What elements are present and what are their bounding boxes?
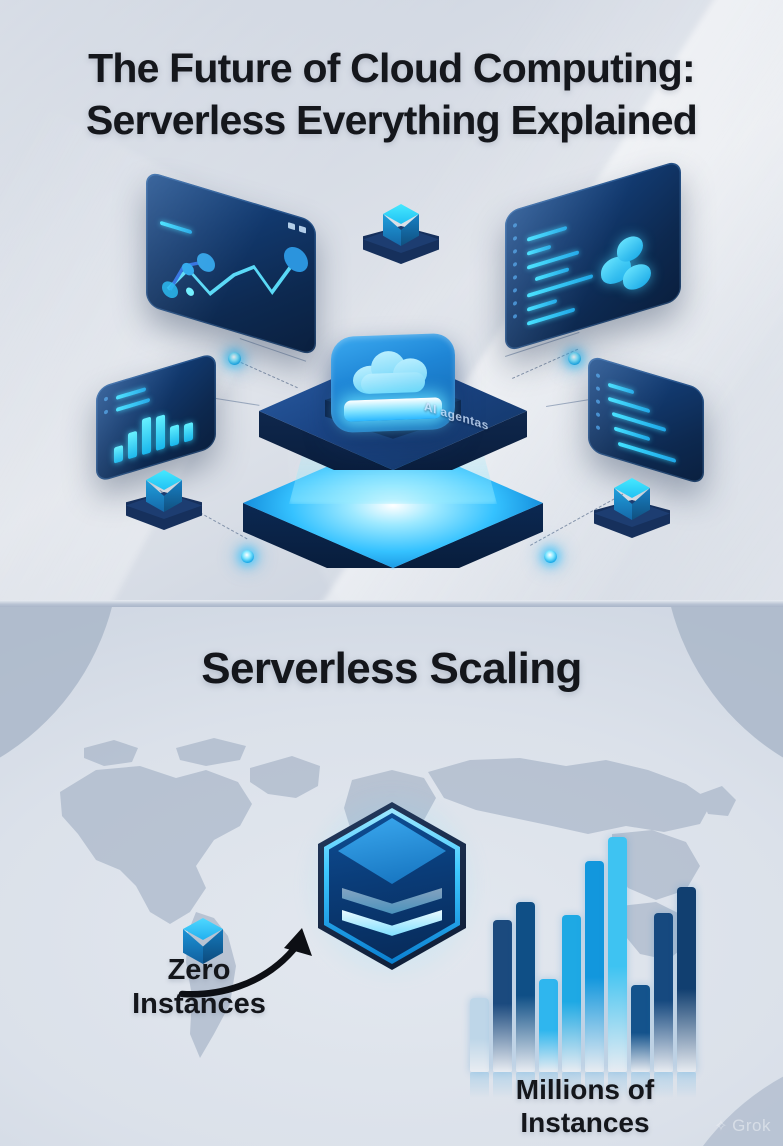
code-line: [527, 225, 567, 242]
screen-label-line: [116, 397, 150, 412]
code-line: [535, 267, 569, 282]
section-divider: [0, 600, 783, 607]
screen-label-line: [116, 387, 146, 400]
curved-arrow-icon: [178, 928, 312, 998]
connector-node-2: [568, 352, 581, 365]
connector-node-1: [228, 352, 241, 365]
bar: [470, 998, 489, 1098]
screen-label-line: [160, 220, 192, 235]
bar-chart-icon: [156, 414, 165, 451]
code-editor-screen[interactable]: [505, 159, 681, 353]
cube-icon: [383, 204, 419, 246]
title-line-1: The Future of Cloud Computing:: [88, 45, 696, 91]
code-line: [527, 244, 551, 256]
bar: [654, 913, 673, 1098]
cloud-service-tile[interactable]: [331, 332, 455, 434]
watermark-label: Grok: [732, 1116, 771, 1135]
screen-gutter-dots-icon: [104, 396, 108, 423]
millions-label-line-2: Instances: [520, 1106, 650, 1138]
pedestal-cube-top: [363, 204, 439, 266]
bar-chart-icon: [114, 444, 123, 464]
cube-icon: [614, 478, 650, 520]
code-line: [614, 426, 650, 442]
pedestal-cube-right: [594, 478, 670, 540]
connector-node-3: [241, 550, 254, 563]
code-gutter-dots-icon: [596, 373, 600, 439]
bar: [608, 837, 627, 1098]
serverless-platform: AI agentas: [243, 330, 543, 570]
bar-chart-icon: [170, 424, 179, 447]
cloud-shape-icon: [623, 260, 651, 293]
poster-title: The Future of Cloud Computing: Serverles…: [0, 42, 783, 147]
cloud-icon: [353, 348, 433, 395]
grok-logo-icon: ✧: [714, 1118, 729, 1135]
title-line-2: Serverless Everything Explained: [85, 97, 698, 144]
code-line: [608, 396, 650, 414]
code-snippet-screen[interactable]: [588, 354, 704, 486]
zero-label-line-2: Instances: [132, 987, 266, 1020]
bar-chart-icon: [128, 430, 137, 460]
code-line: [527, 307, 575, 326]
code-gutter-dots-icon: [513, 222, 517, 328]
bar: [562, 915, 581, 1098]
cloud-shape-icon: [601, 252, 631, 288]
watermark: ✧ Grok: [714, 1116, 771, 1136]
cloud-shape-icon: [617, 233, 643, 265]
bar: [539, 979, 558, 1098]
bar: [677, 887, 696, 1098]
bar: [516, 902, 535, 1098]
scaling-bar-chart: [470, 822, 700, 1098]
analytics-line-chart-screen[interactable]: [146, 170, 316, 357]
bar: [631, 985, 650, 1098]
section-heading: Serverless Scaling: [201, 644, 582, 693]
code-line: [527, 274, 593, 298]
code-line: [618, 441, 676, 463]
bar-metrics-screen[interactable]: [96, 352, 216, 483]
code-line: [608, 382, 634, 395]
millions-label-line-1: Millions of: [515, 1074, 655, 1105]
code-line: [612, 411, 666, 432]
connector-node-4: [544, 550, 557, 563]
connector-line-right: [546, 398, 592, 407]
top-panel: The Future of Cloud Computing: Serverles…: [0, 0, 783, 604]
window-controls-icon: [288, 222, 306, 234]
cube-icon: [146, 470, 182, 512]
line-chart-icon: [162, 246, 308, 299]
pedestal-cube-left: [126, 470, 202, 532]
code-line: [527, 298, 557, 312]
code-line: [527, 250, 579, 270]
cube-icon: [183, 918, 223, 964]
bar-chart-icon: [142, 416, 151, 456]
bar: [585, 861, 604, 1098]
bar-chart-icon: [184, 421, 193, 443]
bottom-panel: Serverless Scaling Zero Instances: [0, 604, 783, 1146]
hexagon-cube-icon[interactable]: [296, 782, 488, 990]
millions-instances-group: Millions of Instances: [440, 1074, 730, 1140]
zero-instances-group: Zero Instances: [84, 918, 314, 1022]
bar: [493, 920, 512, 1098]
